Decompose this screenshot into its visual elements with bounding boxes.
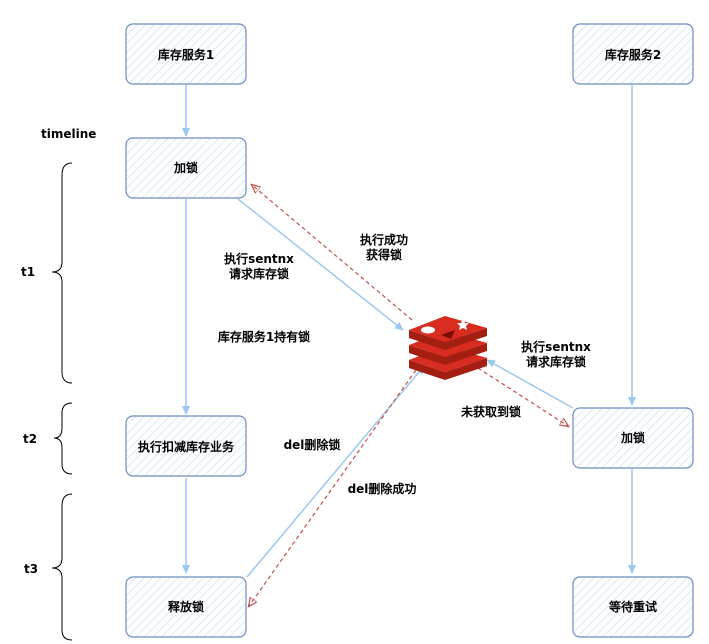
box-deduct: 执行扣减库存业务 bbox=[125, 415, 247, 477]
box-service2: 库存服务2 bbox=[572, 23, 694, 85]
arrow-lock1-to-redis bbox=[237, 198, 404, 331]
brace-t2 bbox=[53, 402, 73, 475]
s1-request-line1: 执行sentnx bbox=[224, 251, 294, 266]
brace-t1 bbox=[51, 162, 73, 384]
s1-request-line2: 请求库存锁 bbox=[229, 266, 289, 281]
arrow-redis-to-release bbox=[249, 369, 417, 606]
del-label: del删除锁 bbox=[284, 437, 341, 452]
lock2-label: 加锁 bbox=[620, 430, 645, 445]
box-release: 释放锁 bbox=[125, 576, 247, 638]
service1-label: 库存服务1 bbox=[158, 47, 214, 62]
arrow-redis-to-lock2 bbox=[477, 367, 568, 426]
brace-t3 bbox=[51, 493, 73, 641]
red-arrows bbox=[249, 185, 568, 606]
box-service1: 库存服务1 bbox=[125, 23, 247, 85]
box-lock1: 加锁 bbox=[125, 137, 247, 199]
timeline-braces bbox=[51, 162, 73, 641]
box-retry: 等待重试 bbox=[572, 576, 694, 638]
box-lock2: 加锁 bbox=[572, 407, 694, 469]
redis-logo-icon bbox=[409, 316, 487, 380]
arrow-release-to-redis bbox=[246, 365, 425, 578]
service2-label: 库存服务2 bbox=[605, 47, 661, 62]
s1-holds-label: 库存服务1持有锁 bbox=[218, 329, 310, 344]
s2-request-line2: 请求库存锁 bbox=[526, 354, 586, 369]
t1-label: t1 bbox=[21, 265, 35, 279]
timeline-label: timeline bbox=[41, 127, 96, 141]
del-success-label: del删除成功 bbox=[348, 481, 417, 496]
deduct-label: 执行扣减库存业务 bbox=[138, 439, 235, 454]
t3-label: t3 bbox=[24, 562, 38, 576]
s2-fail-label: 未获取到锁 bbox=[460, 404, 521, 419]
lock1-label: 加锁 bbox=[173, 160, 198, 175]
t2-label: t2 bbox=[23, 432, 37, 446]
s1-success-line1: 执行成功 bbox=[360, 232, 408, 247]
release-label: 释放锁 bbox=[168, 599, 204, 614]
s1-success-line2: 获得锁 bbox=[365, 247, 402, 262]
arrow-lock2-to-redis bbox=[486, 359, 574, 409]
s2-request-line1: 执行sentnx bbox=[521, 339, 591, 354]
retry-label: 等待重试 bbox=[608, 599, 657, 614]
